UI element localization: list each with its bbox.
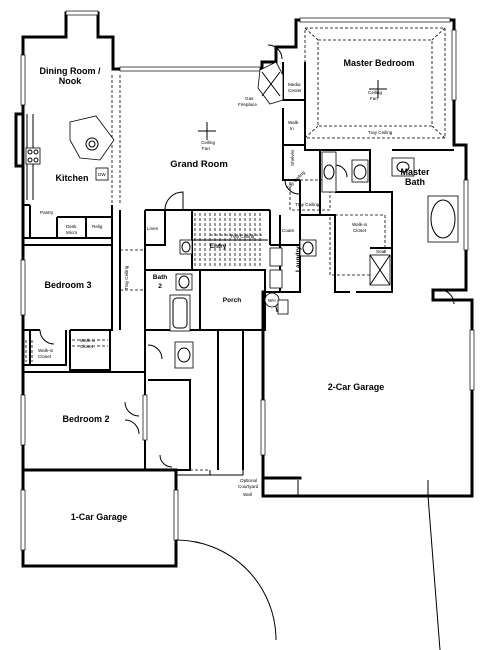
driveway-line [427, 495, 441, 650]
label-desk-micro-1: Desk [66, 224, 77, 229]
label-walk-in-bed2-2: Closet [80, 344, 94, 349]
label-coats: Coats [282, 228, 295, 233]
label-bedroom-2: Bedroom 2 [62, 414, 109, 424]
label-laundry: Laundry [295, 246, 302, 272]
label-walk-in-master-1: Walk-in [352, 222, 368, 227]
exterior-walls [14, 11, 474, 568]
label-dining-line1: Dining Room / [40, 66, 101, 76]
label-1-car-garage: 1-Car Garage [71, 512, 128, 522]
label-walk-in-bed2-1: Walk-in [80, 338, 96, 343]
label-shelves: Shelves [290, 149, 295, 166]
label-walk-in-bed3-1: Walk-in [38, 348, 54, 353]
label-entry: Entry [210, 243, 227, 250]
label-porch: Porch [223, 297, 241, 304]
label-grand-room: Grand Room [170, 159, 228, 170]
room-labels: Dining Room / Nook Kitchen Grand Room Ma… [40, 58, 431, 522]
label-ceiling-fan-grand-1: Ceiling [201, 140, 215, 145]
label-ceiling-fan-master-2: Fan [370, 96, 378, 101]
label-optional-courtyard-2: Courtyard [238, 484, 259, 489]
label-media-center-1: Media [288, 82, 301, 87]
label-walk-in-bed3-2: Closet [38, 354, 52, 359]
label-walk-in-master-2: Closet [353, 228, 367, 233]
label-bedroom-3: Bedroom 3 [44, 280, 91, 290]
label-gas-fireplace-2: Fireplace [238, 102, 257, 107]
label-walk-in-top-2: In [290, 126, 294, 131]
label-seat: Seat [376, 249, 386, 254]
interior-walls [23, 62, 454, 471]
label-tray-ceiling-bed3: Tray Ceiling [124, 265, 129, 290]
courtyard-wall [176, 470, 244, 476]
label-wh: WH [268, 298, 276, 303]
label-walk-in-top-1: Walk- [288, 120, 300, 125]
label-master-bedroom: Master Bedroom [343, 58, 414, 68]
label-gas-fireplace-1: Gas [245, 96, 254, 101]
label-tray-ceiling-master: Tray Ceiling [368, 130, 393, 135]
label-optional-courtyard-1: Optional [240, 478, 257, 483]
label-kitchen: Kitchen [55, 173, 88, 183]
label-media-center-2: Center [288, 88, 302, 93]
label-linen: Linen [147, 226, 159, 231]
label-master-bath-line1: Master [400, 167, 430, 177]
label-tray-ceiling-hall: Tray Ceiling [295, 202, 320, 207]
label-relig: Relig [92, 224, 103, 229]
label-2-car-garage: 2-Car Garage [328, 382, 385, 392]
label-pantry: Pantry [40, 210, 54, 215]
stairs [192, 213, 268, 268]
label-dining-line2: Nook [59, 76, 82, 86]
label-bath2-line1: Bath [153, 274, 167, 281]
label-dw: DW [98, 172, 106, 177]
label-desk-micro-2: Micro [66, 230, 78, 235]
label-wall: Wall [243, 492, 252, 497]
label-tray-ceiling-entry: Tray Ceiling [230, 234, 255, 239]
label-ceiling-fan-grand-2: Fan [202, 146, 210, 151]
fixtures [25, 61, 459, 369]
label-bath2-line2: 2 [158, 283, 162, 290]
label-master-bath-line2: Bath [405, 177, 425, 187]
label-ceiling-fan-master-1: Ceiling [368, 90, 382, 95]
